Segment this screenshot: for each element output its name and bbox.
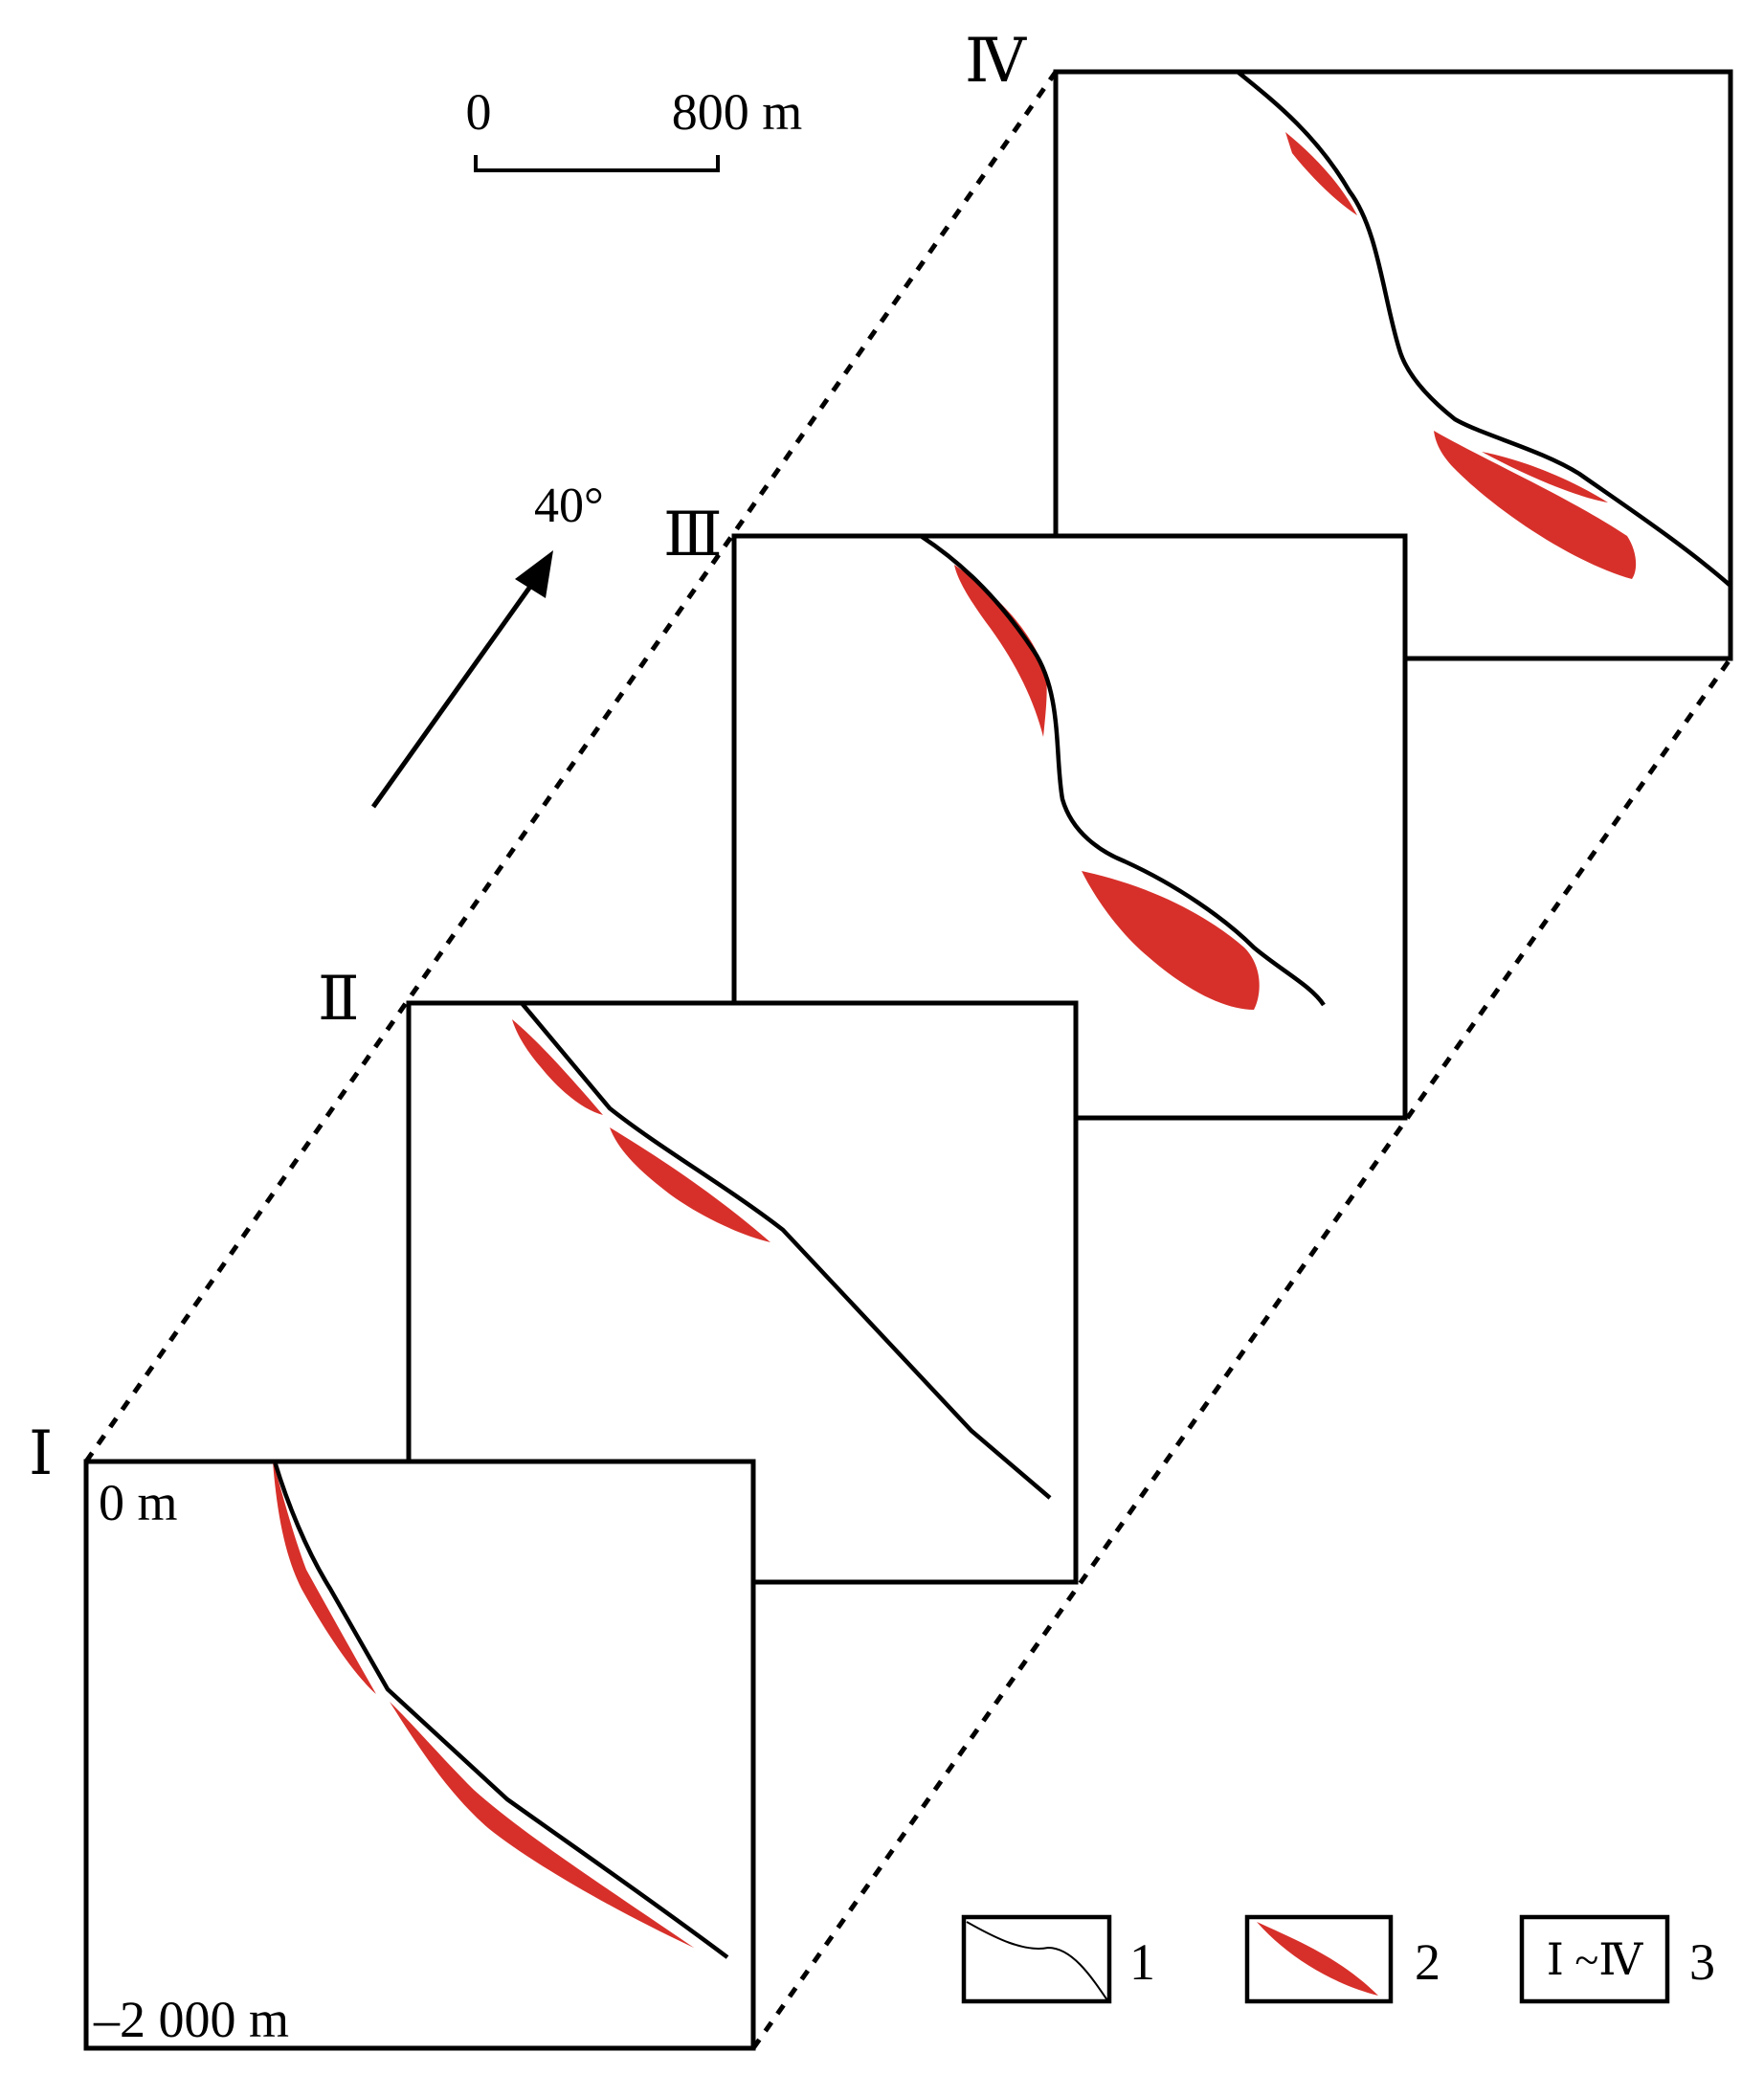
legend-swatch-section-number — [1519, 1914, 1670, 2004]
section-ii-ore-body-2 — [610, 1127, 770, 1242]
legend-section-number-text: Ⅰ ~Ⅳ — [1547, 1935, 1644, 1984]
direction-arrow-label: 40° — [534, 479, 604, 533]
section-i-label: Ⅰ — [29, 1419, 53, 1487]
legend-number-2: 2 — [1415, 1933, 1440, 1991]
scale-bar-line — [474, 155, 720, 172]
scale-bar-end-label: 800 m — [672, 83, 803, 141]
section-iii-label: Ⅲ — [663, 501, 723, 569]
section-iv-ore-body-lower-2 — [1482, 452, 1608, 502]
section-iv-label: Ⅳ — [965, 27, 1027, 95]
legend-number-1: 1 — [1129, 1933, 1155, 1991]
legend-item-3: Ⅰ ~Ⅳ 3 — [1519, 1914, 1715, 2004]
section-iv-fault-line — [1236, 70, 1732, 588]
section-i-bottom-depth-label: –2 000 m — [93, 1991, 289, 2048]
section-iii-ore-body-upper — [954, 565, 1047, 737]
legend: 1 2 Ⅰ ~Ⅳ 3 — [961, 1914, 1715, 2004]
legend-swatch-fault-line — [961, 1914, 1112, 2004]
connector-top-left — [83, 70, 1059, 1463]
section-iv-ore-body-upper — [1285, 132, 1357, 215]
section-ii-fault-line — [520, 1001, 1052, 1500]
section-iii-fault-line — [919, 534, 1326, 1007]
legend-number-3: 3 — [1689, 1933, 1715, 1991]
section-i-frame — [83, 1459, 756, 2051]
section-i: 0 m –2 000 m — [83, 1459, 756, 2051]
section-i-fault-line — [272, 1461, 729, 1959]
legend-item-2: 2 — [1244, 1914, 1440, 2004]
legend-item-1: 1 — [961, 1914, 1155, 2004]
legend-fault-line-icon — [966, 1921, 1108, 2001]
section-iv-ore-body-lower-1 — [1434, 431, 1637, 579]
direction-arrow-head — [515, 550, 553, 598]
legend-ore-body-icon — [1257, 1922, 1378, 1996]
scale-bar-start-label: 0 — [466, 83, 492, 141]
section-i-top-depth-label: 0 m — [99, 1474, 178, 1531]
scale-bar: 0 800 m — [466, 83, 803, 172]
direction-arrow-shaft — [370, 582, 535, 809]
section-ii-label: Ⅱ — [318, 965, 360, 1033]
section-iii-ore-body-lower — [1082, 871, 1260, 1010]
direction-arrow: 40° — [370, 479, 604, 809]
section-ii-ore-body-1 — [512, 1019, 603, 1115]
connector-bottom-right — [750, 657, 1733, 2050]
